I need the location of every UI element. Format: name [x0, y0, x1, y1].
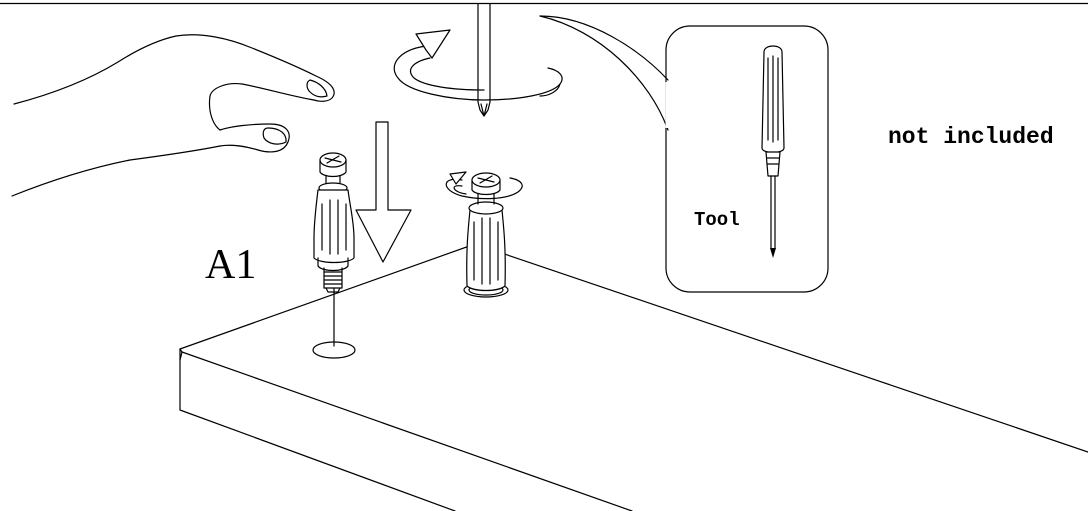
tool-note-label: not included: [888, 124, 1054, 150]
panel-board: [179, 243, 1088, 511]
tool-callout: [539, 15, 829, 293]
cam-dowel-icon: [313, 152, 355, 347]
small-rotation-icon: [445, 171, 523, 200]
down-arrow-icon: [355, 121, 412, 263]
hand-pressing-icon: [11, 34, 335, 197]
screwdriver-icon: [761, 45, 785, 258]
screwdriver-tip-icon: [477, 3, 491, 117]
clockwise-rotation-icon: [393, 29, 563, 101]
installed-dowel-icon: [463, 172, 509, 298]
part-label: A1: [205, 242, 256, 288]
tool-label: Tool: [694, 209, 740, 231]
